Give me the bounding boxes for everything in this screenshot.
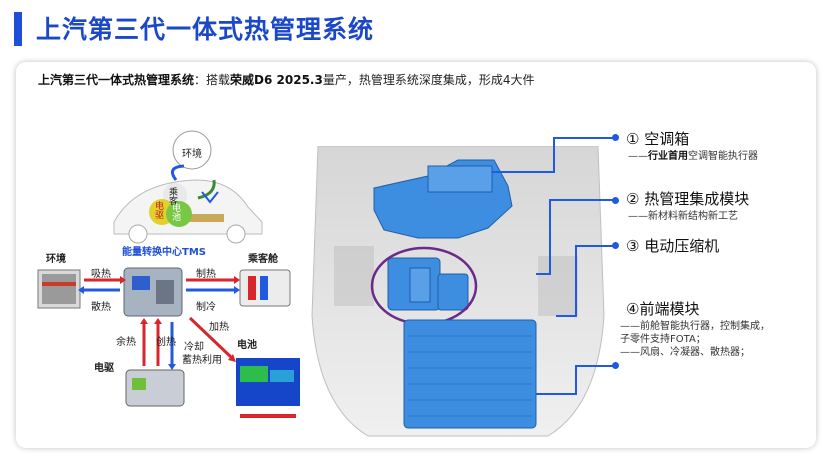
callout-num-2: ②: [626, 190, 640, 208]
heating-label: 加热: [209, 322, 229, 333]
connector-dot-2: [612, 197, 619, 204]
wheel-rear-icon: [226, 224, 246, 244]
connector-1: [492, 137, 616, 173]
env-bubble: [172, 130, 212, 170]
battery-bubble: [166, 201, 192, 227]
callout-sub-2: ——新材料新结构新工艺: [628, 211, 738, 222]
passenger-bubble-label: 乘客: [169, 188, 179, 207]
tms-diagram: [37, 130, 300, 418]
engine-bay-illustration: [311, 146, 605, 437]
connector-dot-1: [612, 134, 619, 141]
subtitle-car: 荣威D6 2025.3: [230, 73, 323, 87]
callout-sub-4b: 子零件支持FOTA；: [620, 334, 706, 345]
subtitle-lead: 上汽第三代一体式热管理系统: [38, 73, 195, 87]
title-accent-bar: [14, 12, 22, 46]
front-end-module: [403, 319, 537, 429]
connector-4: [536, 365, 616, 395]
absorb-label: 吸热: [91, 269, 111, 280]
battery-bubble-label: 电池: [172, 204, 182, 223]
callout-title-2: ② 热管理集成模块: [626, 188, 749, 209]
cool-make-label: 制冷: [196, 302, 216, 313]
callout-name-4: 前端模块: [639, 300, 700, 318]
battery-scale-bar: [240, 414, 296, 418]
callout-sub-4a: ——前舱智能执行器，控制集成，: [620, 321, 770, 332]
callout-connectors: [492, 137, 616, 395]
callout-name-1: 空调箱: [644, 130, 690, 148]
callout-name-2: 热管理集成模块: [644, 190, 750, 208]
content-panel: 上汽第三代一体式热管理系统：搭载荣威D6 2025.3量产，热管理系统深度集成，…: [16, 62, 816, 448]
cooling-label: 冷却: [184, 342, 204, 353]
cabin-label: 乘客舱: [248, 254, 278, 265]
panel-subtitle: 上汽第三代一体式热管理系统：搭载荣威D6 2025.3量产，热管理系统深度集成，…: [38, 71, 534, 88]
connector-3: [556, 245, 616, 317]
subtitle-tail: 量产，热管理系统深度集成，形成4大件: [322, 73, 535, 87]
compressor-module: [437, 273, 469, 311]
callout-name-3: 电动压缩机: [644, 237, 720, 255]
subtitle-mid: ：搭载: [194, 73, 231, 87]
waste-heat-label: 余热: [116, 337, 136, 348]
cycle-arrow-2: [197, 179, 216, 200]
callout-title-1: ① 空调箱: [626, 128, 689, 149]
callout-num-1: ①: [626, 130, 640, 148]
heating-arrow: [188, 316, 234, 360]
callout-title-4: ④前端模块: [626, 298, 699, 319]
passenger-bubble: [163, 183, 187, 207]
heat-make-label: 制热: [196, 269, 216, 280]
motor-label: 电驱: [94, 363, 114, 374]
env-label: 环境: [46, 254, 66, 265]
cycle-arrow: [170, 164, 185, 181]
motor-bubble-label: 电驱: [155, 202, 165, 221]
callout-sub-4c: ——风扇、冷凝器、散热器；: [620, 347, 750, 358]
tms-center-label: 能量转换中心TMS: [122, 247, 206, 258]
callout-num-3: ③: [626, 237, 640, 255]
airflow-icon: [201, 191, 219, 204]
callout-num-4: ④: [626, 300, 640, 318]
callout-title-3: ③ 电动压缩机: [626, 235, 719, 256]
battery-label: 电池: [237, 340, 257, 351]
release-label: 散热: [91, 302, 111, 313]
page-title: 上汽第三代一体式热管理系统: [36, 15, 375, 44]
env-bubble-label: 环境: [182, 149, 202, 160]
callout-sub-1: ——行业首用空调智能执行器: [628, 151, 758, 162]
connector-2: [536, 199, 616, 275]
create-heat-label: 创热: [156, 337, 176, 348]
wheel-front-icon: [128, 224, 148, 244]
store-use-label: 蓄热利用: [182, 355, 222, 366]
connector-dot-3: [612, 242, 619, 249]
connector-dot-4: [612, 362, 619, 369]
